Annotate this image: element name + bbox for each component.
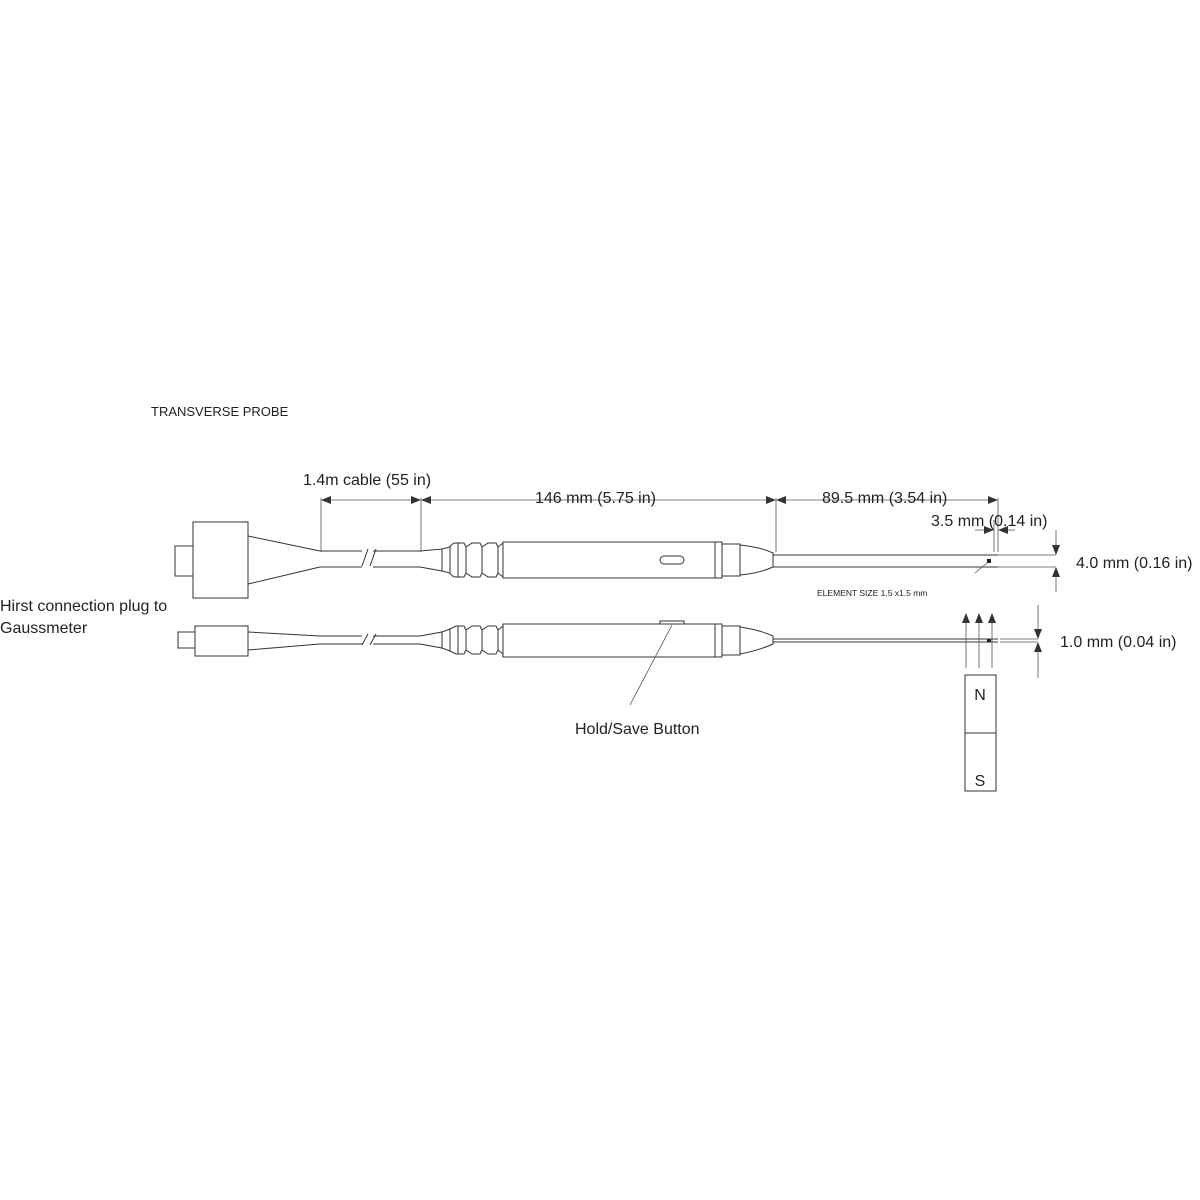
cable-length-label: 1.4m cable (55 in) <box>303 472 431 489</box>
element-leader <box>974 562 988 574</box>
probe-side-view <box>177 620 998 706</box>
extension-lines <box>320 498 999 552</box>
grip-ring-6 <box>497 541 504 579</box>
handle-nose-top <box>715 541 774 579</box>
button-leader <box>629 624 673 706</box>
shaft-length-label: 89.5 mm (3.54 in) <box>822 490 947 507</box>
cable-top-right <box>373 550 420 568</box>
plug-body-side <box>194 625 249 657</box>
handle-length-label: 146 mm (5.75 in) <box>535 490 656 507</box>
grip-side-3 <box>458 625 467 655</box>
connector-body <box>192 521 249 599</box>
diagram-title: TRANSVERSE PROBE <box>151 404 289 419</box>
grip-ring-1 <box>441 546 451 574</box>
hall-element <box>987 559 991 563</box>
tip-offset-label: 3.5 mm (0.14 in) <box>931 513 1047 530</box>
hold-button-cap <box>659 620 685 625</box>
strain-relief-top <box>247 535 321 585</box>
north-pole-label: N <box>974 687 986 704</box>
grip-ring-5 <box>481 542 499 578</box>
element-size-label: ELEMENT SIZE 1.5 x1.5 mm <box>817 588 927 598</box>
cable-side-left <box>320 635 362 645</box>
grip-ring-2 <box>449 542 459 578</box>
probe-shaft-top <box>772 553 998 568</box>
grip-side-5 <box>481 625 499 655</box>
grip-ring-3 <box>458 542 467 578</box>
width-label: 4.0 mm (0.16 in) <box>1076 555 1192 572</box>
grip-side-2 <box>449 625 459 655</box>
connector-front <box>174 545 195 577</box>
south-pole-label: S <box>975 773 986 790</box>
plug-label-line1: Hirst connection plug to <box>0 598 167 615</box>
handle-nose-side <box>715 623 774 658</box>
grip-taper-top <box>419 548 443 572</box>
probe-top-view <box>174 521 998 599</box>
grip-side-1 <box>441 628 451 652</box>
grip-side-6 <box>497 624 504 656</box>
handle-body-side <box>502 623 716 658</box>
probe-shaft-side <box>773 638 998 643</box>
cable-side-right <box>373 635 420 645</box>
width-extension-lines <box>998 554 1056 568</box>
hold-save-button-label: Hold/Save Button <box>575 721 700 738</box>
hall-element-side <box>987 639 991 642</box>
cable-top-left <box>320 550 362 568</box>
magnet-group: N S <box>962 613 997 792</box>
dimension-lines <box>320 496 1060 678</box>
strain-relief-side <box>247 631 321 651</box>
plug-tip-side <box>177 631 196 649</box>
cable-break-top <box>361 548 377 567</box>
grip-side-4 <box>465 625 483 655</box>
grip-taper-side <box>419 631 443 649</box>
grip-ring-4 <box>465 542 483 578</box>
button-slot <box>659 555 685 565</box>
thickness-label: 1.0 mm (0.04 in) <box>1060 634 1176 651</box>
thickness-extension-lines <box>1000 638 1038 643</box>
plug-label-line2: Gaussmeter <box>0 620 88 637</box>
